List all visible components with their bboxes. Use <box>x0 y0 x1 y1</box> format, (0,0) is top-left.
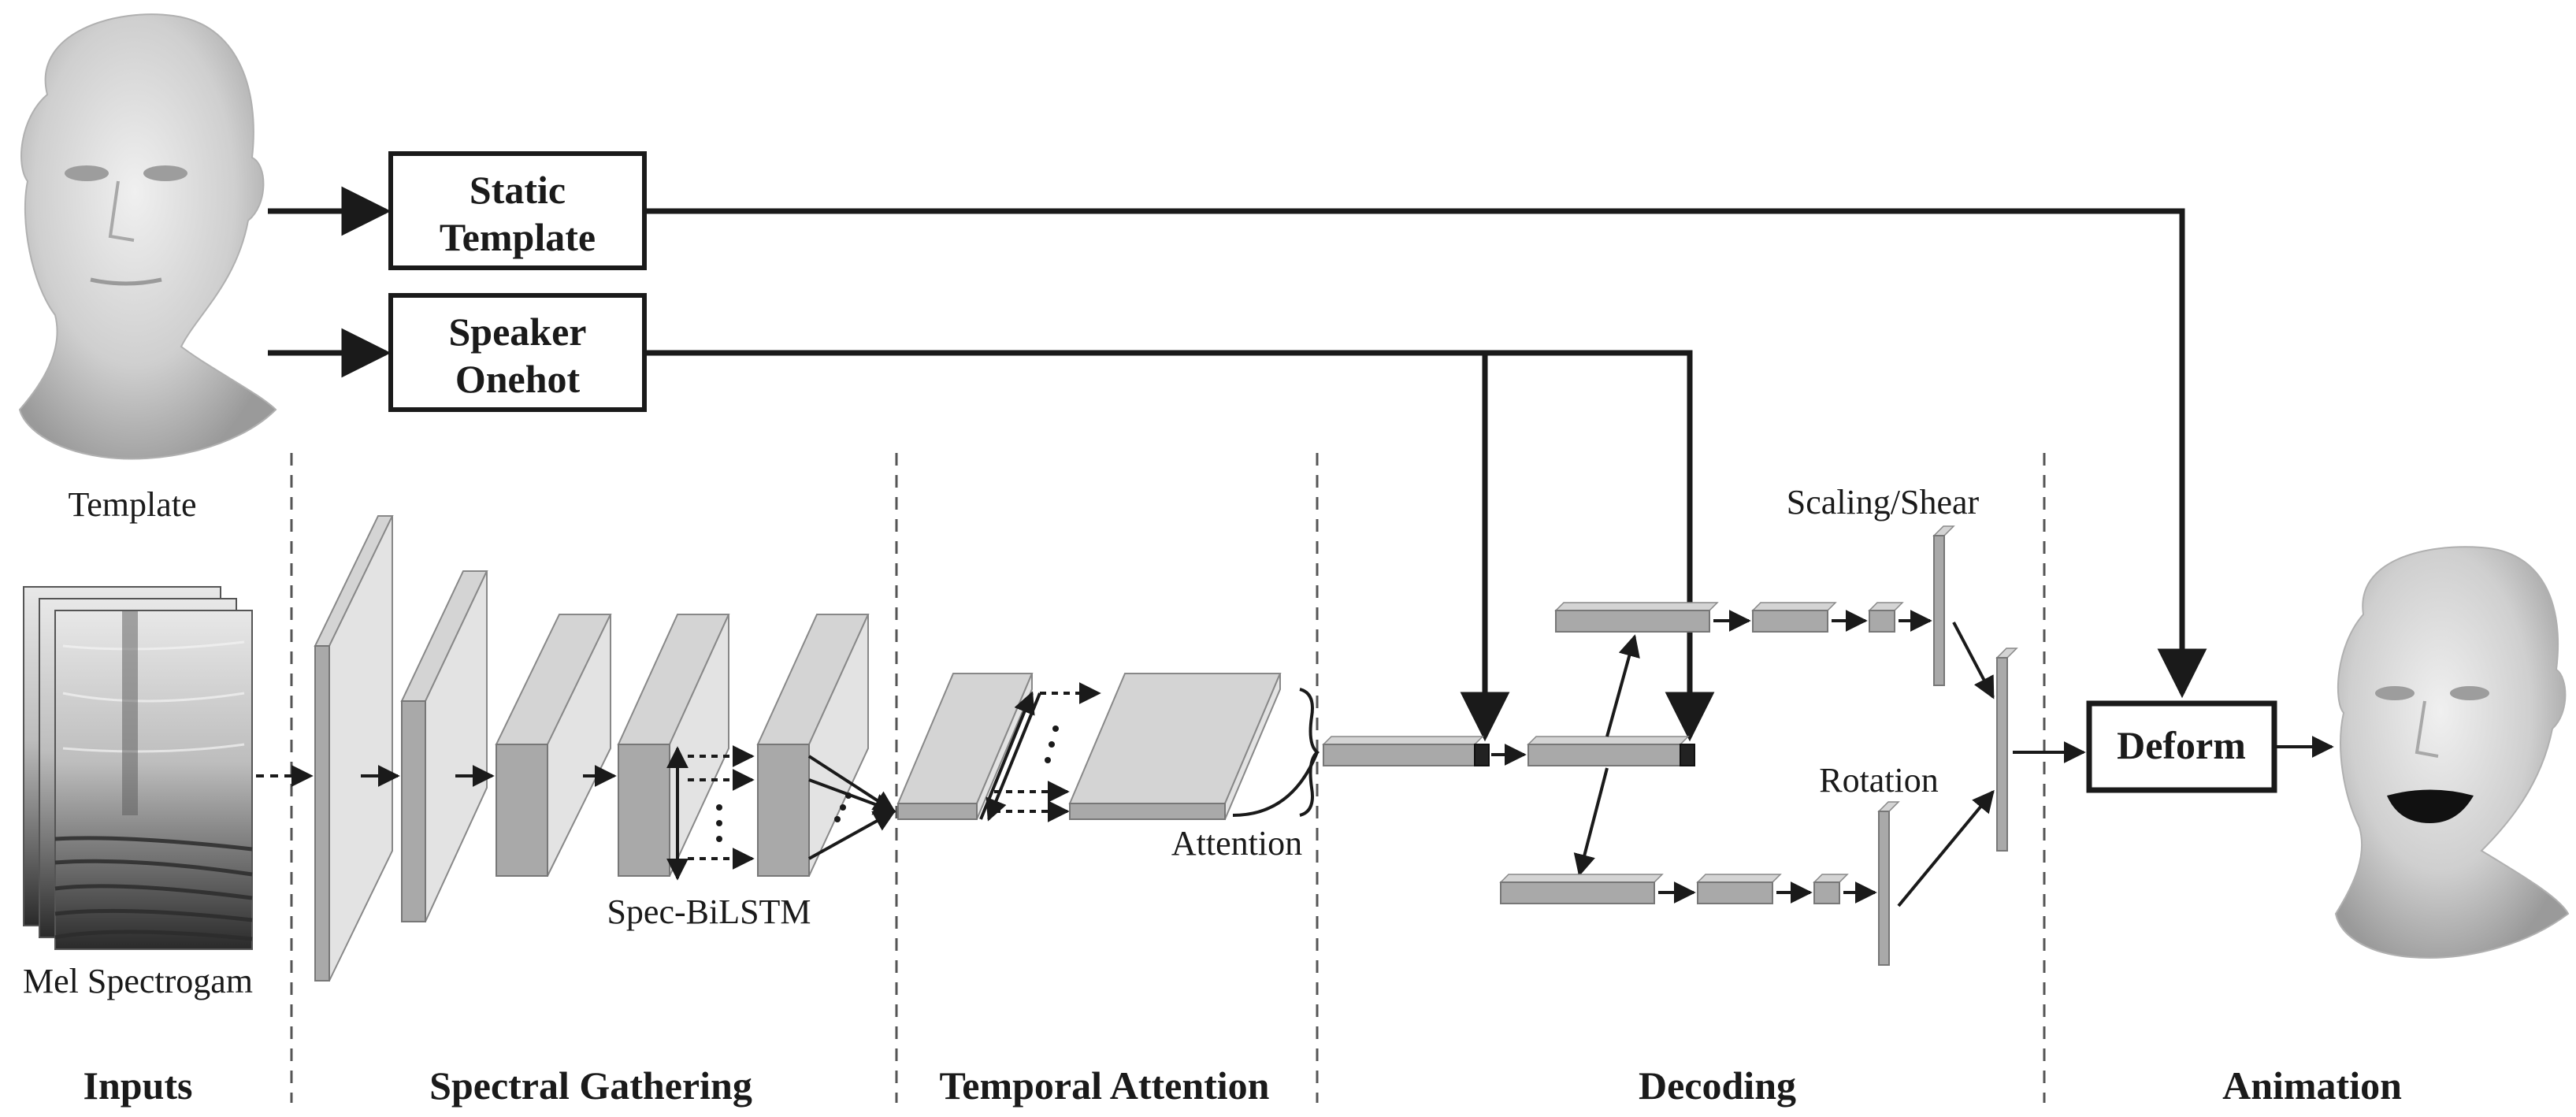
decoder-feature-1 <box>1322 736 1490 766</box>
conv-block-5 <box>756 614 870 877</box>
section-inputs: Inputs <box>84 1063 193 1108</box>
arrow-speaker-to-decoder2 <box>1485 350 1715 742</box>
decoder-upper-branch <box>1554 525 1955 686</box>
static-template-line1: Static <box>470 168 566 212</box>
mel-spectrogram-image <box>23 586 253 950</box>
combined-transform <box>1995 648 2018 852</box>
attention-label: Attention <box>1171 824 1302 863</box>
section-temporal-attention: Temporal Attention <box>940 1063 1270 1108</box>
conv-block-4 <box>617 614 730 877</box>
rotation-label: Rotation <box>1819 761 1939 800</box>
arrow-rotation-to-combined <box>1897 789 1995 907</box>
template-head-image <box>18 13 277 460</box>
conv-block-2 <box>400 570 488 922</box>
scaling-shear-label: Scaling/Shear <box>1787 483 1980 521</box>
section-decoding: Decoding <box>1639 1063 1796 1108</box>
temporal-block-2 <box>1068 673 1282 820</box>
static-template-box: Static Template <box>388 151 647 270</box>
decoder-feature-2 <box>1527 736 1695 766</box>
speaker-onehot-box: Speaker Onehot <box>388 293 647 412</box>
arrow-template-to-deform <box>644 208 2207 699</box>
conv-block-1 <box>314 515 394 982</box>
deform-box: Deform <box>2086 700 2277 793</box>
speaker-onehot-line2: Onehot <box>455 357 581 401</box>
arrow-dec2-to-lower <box>1573 767 1609 877</box>
speaker-onehot-line1: Speaker <box>449 310 587 354</box>
arrow-speaker-to-decoder1 <box>644 350 1510 742</box>
attention-callout <box>1232 751 1319 817</box>
conv-block-3 <box>495 614 612 877</box>
arrow-scaling-to-combined <box>1952 622 1995 700</box>
bilstm-arrows <box>666 745 755 881</box>
mel-spectrogram-label: Mel Spectrogam <box>23 962 253 1000</box>
temporal-ellipsis <box>1045 725 1059 763</box>
deform-label: Deform <box>2117 723 2246 767</box>
section-spectral-gathering: Spectral Gathering <box>429 1063 752 1108</box>
arrow-dec2-to-upper <box>1605 634 1640 737</box>
temporal-arrows <box>979 682 1101 822</box>
decoder-lower-branch <box>1499 801 1900 966</box>
spec-bilstm-label: Spec-BiLSTM <box>607 892 811 931</box>
converge-ellipsis <box>834 792 852 822</box>
static-template-line2: Template <box>440 215 596 259</box>
attention-brace <box>1299 688 1320 817</box>
section-animation: Animation <box>2222 1063 2402 1108</box>
section-separators <box>290 453 2046 1103</box>
animated-head-image <box>2334 546 2570 959</box>
template-label: Template <box>68 485 196 524</box>
bilstm-ellipsis <box>716 804 722 842</box>
